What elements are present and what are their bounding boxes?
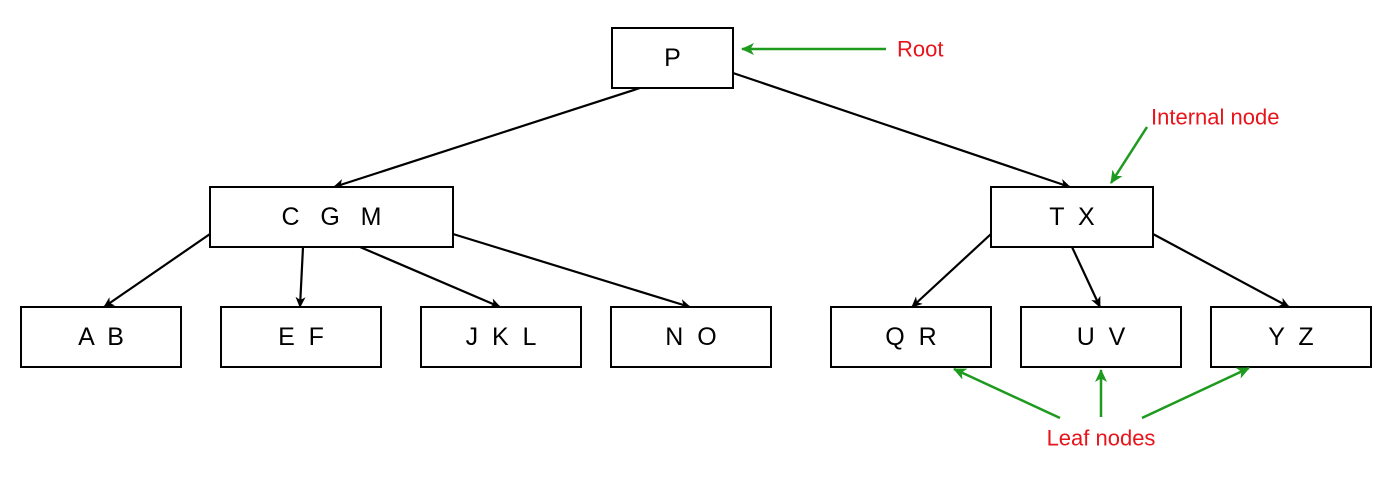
node-leaf-ef-label: E F xyxy=(278,323,324,351)
node-leaf-ab: A B xyxy=(20,306,182,368)
edge-internal-left-to-leaf-ab xyxy=(103,233,211,308)
node-leaf-yz-box xyxy=(1210,306,1372,368)
node-leaf-uv-box xyxy=(1020,306,1182,368)
node-leaf-no-label: N O xyxy=(665,323,716,351)
tree-edges xyxy=(103,71,1290,309)
node-leaf-uv: U V xyxy=(1020,306,1182,368)
node-leaf-yz-label: Y Z xyxy=(1268,323,1313,351)
node-leaf-ef: E F xyxy=(220,306,382,368)
annotation-leaf-label: Leaf nodes xyxy=(1047,426,1156,451)
annotation-leaf-arrow-left xyxy=(953,367,1061,420)
annotation-root-label: Root xyxy=(897,37,943,62)
node-leaf-jkl-label: J K L xyxy=(466,323,537,351)
annotation-internal-arrow xyxy=(1109,126,1149,184)
edge-internal-right-to-leaf-yz xyxy=(1152,233,1290,308)
node-leaf-no-box xyxy=(610,306,772,368)
annotation-leaf-nodes: Leaf nodes xyxy=(953,366,1250,451)
node-internal-right-label: T X xyxy=(1049,203,1095,231)
node-leaf-ab-label: A B xyxy=(78,323,124,351)
node-leaf-jkl: J K L xyxy=(420,306,582,368)
edge-internal-right-to-leaf-uv xyxy=(1071,246,1101,308)
node-internal-right: T X xyxy=(990,186,1154,248)
node-leaf-qr: Q R xyxy=(830,306,992,368)
node-leaf-qr-label: Q R xyxy=(885,323,936,351)
node-root-box xyxy=(611,27,734,89)
annotation-leaf-arrow-right xyxy=(1141,366,1250,420)
node-internal-right-box xyxy=(990,186,1154,248)
annotation-internal-label: Internal node xyxy=(1151,105,1279,130)
node-leaf-no: N O xyxy=(610,306,772,368)
node-internal-left-label: C G M xyxy=(282,203,382,231)
node-internal-left: C G M xyxy=(209,186,454,248)
node-root-label: P xyxy=(664,44,681,72)
annotation-root: Root xyxy=(741,37,943,62)
node-leaf-ab-box xyxy=(20,306,182,368)
edge-internal-right-to-leaf-qr xyxy=(911,233,992,308)
edge-internal-left-to-leaf-ef xyxy=(295,246,306,308)
annotation-internal-node: Internal node xyxy=(1109,105,1279,184)
edge-root-to-internal-left xyxy=(333,86,641,189)
node-leaf-uv-label: U V xyxy=(1077,323,1126,351)
node-leaf-yz: Y Z xyxy=(1210,306,1372,368)
edge-root-to-internal-right xyxy=(732,71,1071,189)
node-leaf-qr-box xyxy=(830,306,992,368)
node-root: P xyxy=(611,27,734,89)
node-leaf-jkl-box xyxy=(420,306,582,368)
node-internal-left-box xyxy=(209,186,454,248)
edge-internal-left-to-leaf-no xyxy=(452,232,691,309)
node-leaf-ef-box xyxy=(220,306,382,368)
edge-internal-left-to-leaf-jkl xyxy=(359,245,501,309)
